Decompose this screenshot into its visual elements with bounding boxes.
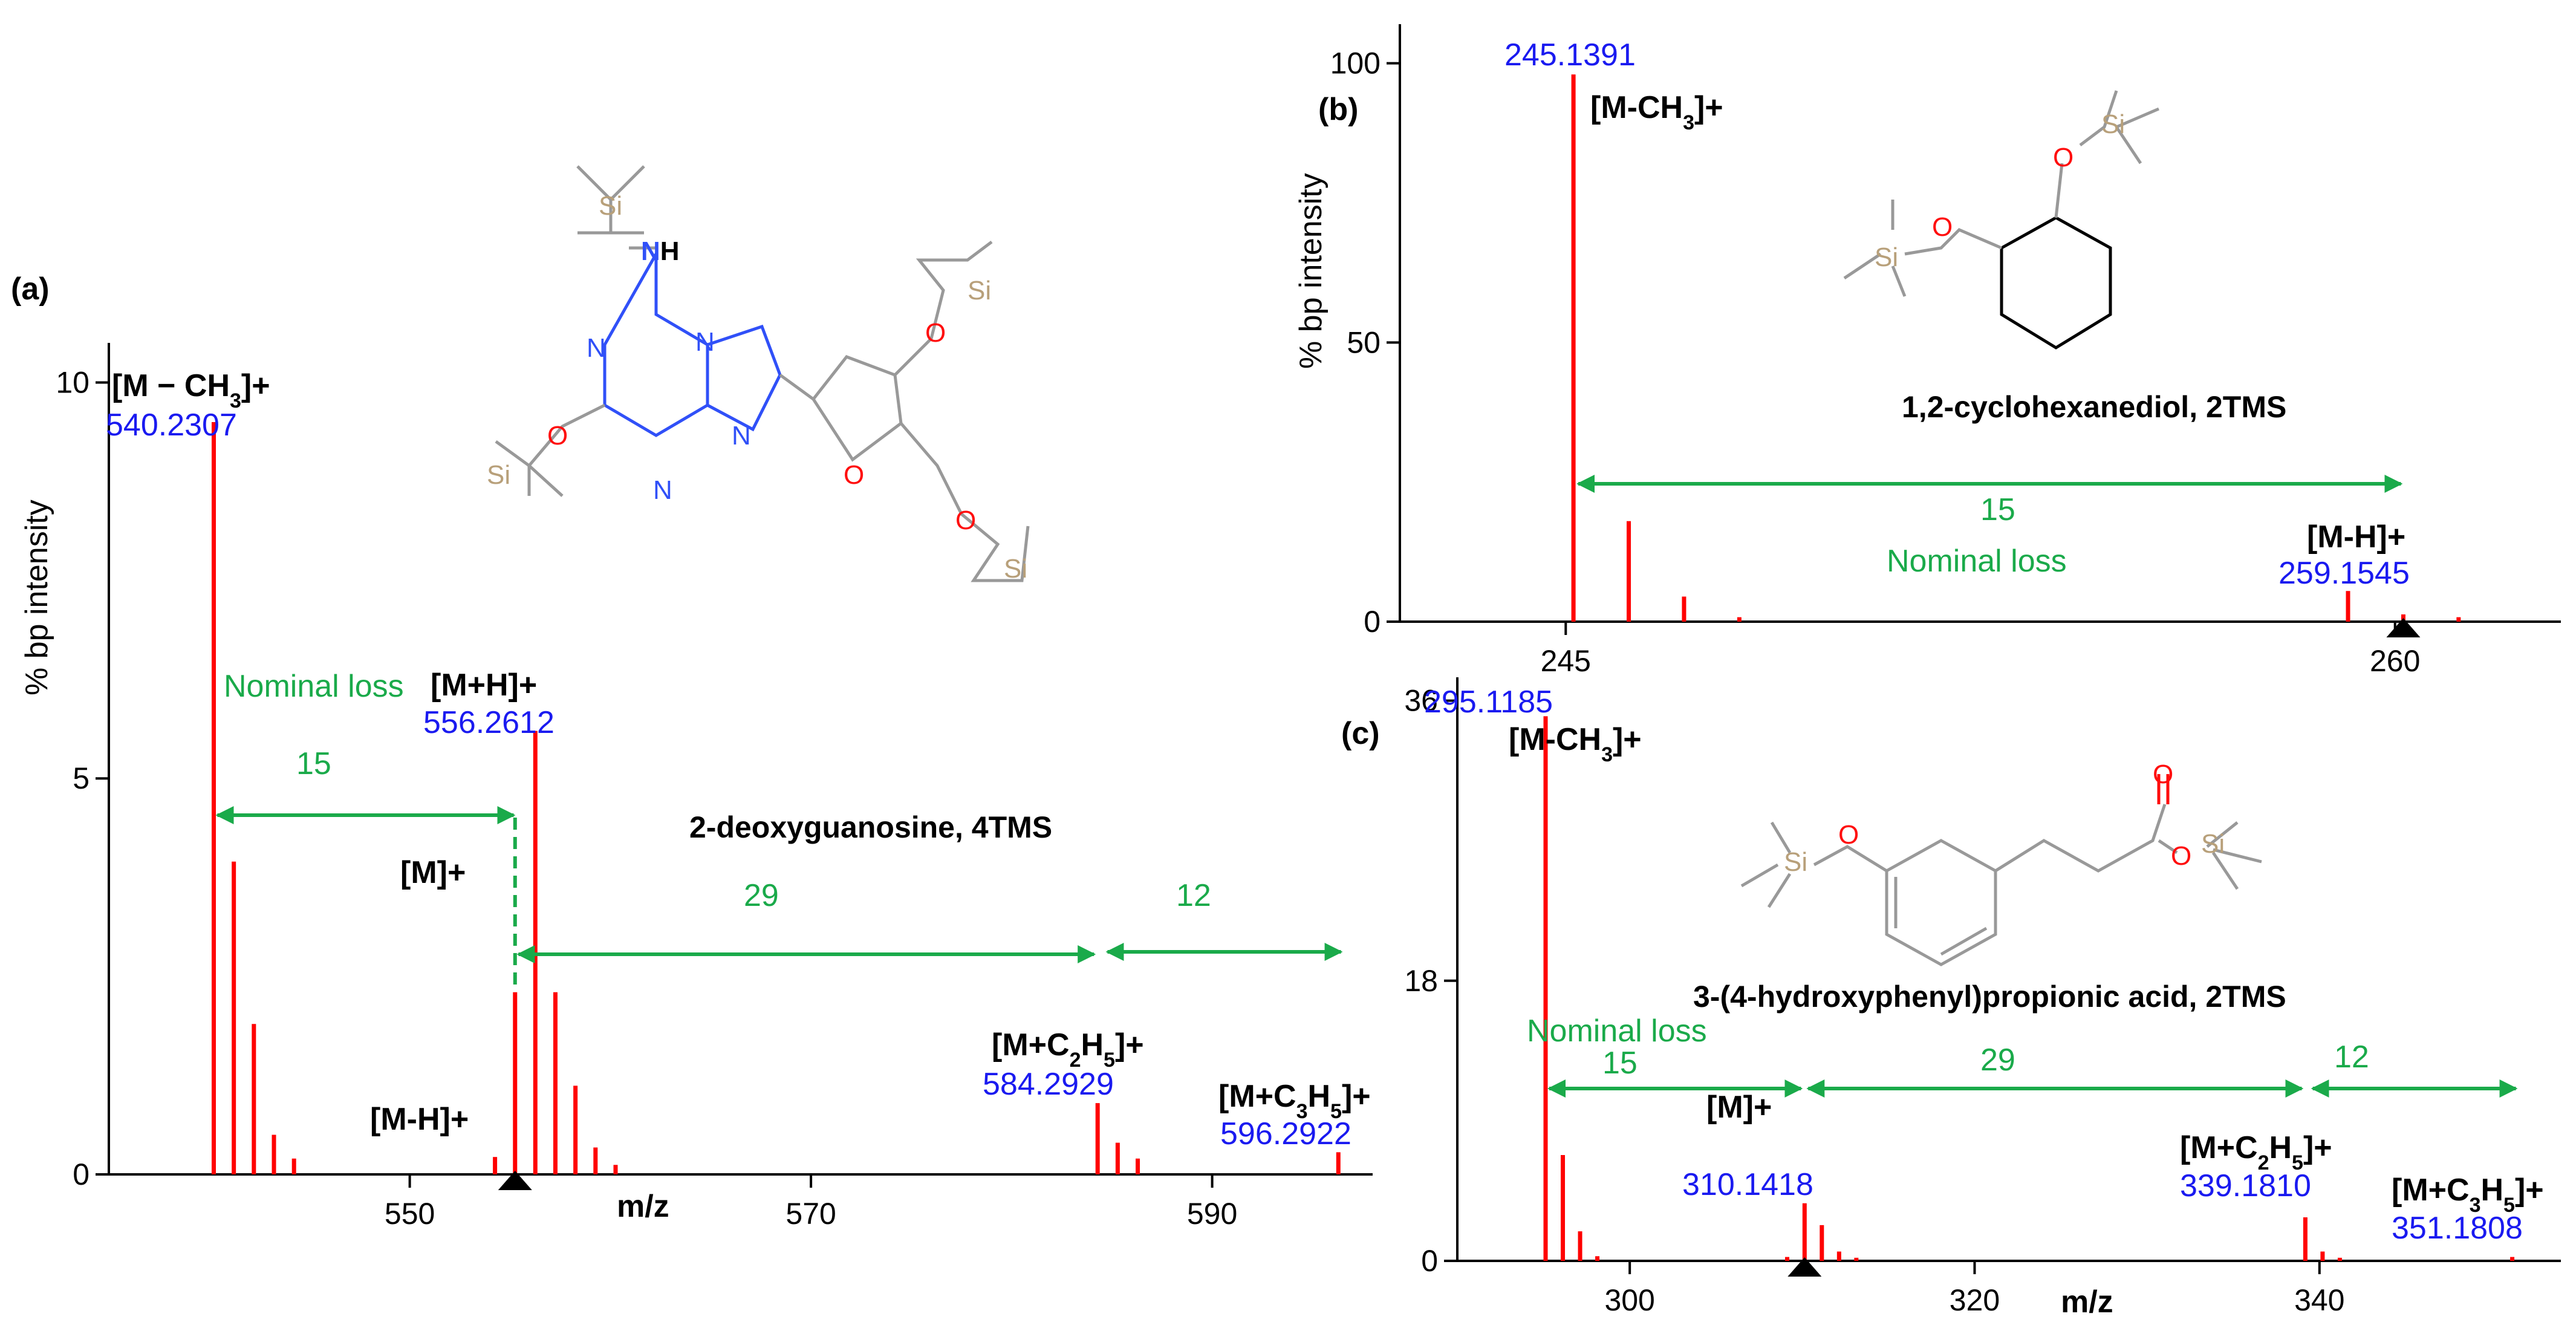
y-tick-label: 0 [1364, 605, 1381, 639]
mass-label-310: 310.1418 [1682, 1167, 1813, 1202]
panel-c-loss-arrows [1547, 1079, 2518, 1277]
x-tick-label: 340 [2294, 1283, 2344, 1317]
atom-o: O [2153, 760, 2173, 789]
panel-c-peaks [1543, 716, 2515, 1261]
y-tick-label: 50 [1347, 325, 1381, 359]
ion-label-m-c2h5: [M+C2H5]+ [992, 1027, 1144, 1072]
compound-name-c: 3-(4-hydroxyphenyl)propionic acid, 2TMS [1693, 980, 2286, 1014]
atom-si: Si [599, 191, 622, 221]
atom-si: Si [1004, 554, 1027, 584]
loss-29-label-a: 29 [744, 878, 779, 913]
panel-b-peaks [1571, 74, 2461, 622]
compound-name-b: 1,2-cyclohexanediol, 2TMS [1902, 390, 2286, 424]
loss-15-label-c: 15 [1602, 1046, 1638, 1081]
x-tick-label: 300 [1604, 1283, 1654, 1317]
structure-hydroxyphenylpropionic-acid [1740, 774, 2262, 966]
mass-label-351: 351.1808 [2392, 1211, 2523, 1246]
compound-name-a: 2-deoxyguanosine, 4TMS [689, 810, 1052, 844]
mass-label-596: 596.2922 [1220, 1116, 1351, 1151]
panel-b-label: (b) [1318, 92, 1358, 127]
atom-o: O [2171, 841, 2191, 871]
molecular-ion-marker [1787, 1257, 1822, 1277]
atom-si: Si [487, 460, 510, 490]
mass-label-259: 259.1545 [2278, 556, 2410, 591]
atom-o: O [1838, 820, 1859, 850]
panel-b-loss-arrows [1576, 475, 2421, 637]
ion-label-b-m-minus-h: [M-H]+ [2307, 519, 2405, 555]
panel-c: (c) m/z 300 320 340 0 18 36 O Si O O Si [M-CH… [1341, 677, 2561, 1320]
nominal-loss-label-c: Nominal loss [1527, 1014, 1707, 1049]
atom-o: O [955, 506, 976, 535]
x-tick-label: 320 [1950, 1283, 2000, 1317]
atom-o: O [2053, 143, 2073, 172]
atom-si: Si [1784, 847, 1807, 877]
atom-n: N [732, 421, 751, 451]
panel-a-label: (a) [11, 272, 50, 307]
loss-15-label-b: 15 [1980, 492, 2015, 527]
molecular-ion-marker [498, 1171, 532, 1190]
atom-si: Si [1875, 242, 1898, 272]
loss-29-label-c: 29 [1980, 1043, 2015, 1078]
panel-a-x-axis-title: m/z [617, 1189, 669, 1224]
y-tick-label: 5 [73, 761, 89, 795]
atom-n: N [587, 333, 606, 363]
mass-label-556: 556.2612 [423, 705, 555, 740]
y-tick-label: 36 [1404, 684, 1438, 718]
x-tick-label: 245 [1541, 644, 1591, 678]
panel-b-y-axis-title: % bp intensity [1293, 173, 1329, 369]
loss-15-label-a: 15 [296, 746, 331, 781]
y-tick-label: 18 [1404, 964, 1438, 998]
structure-2-deoxyguanosine [495, 165, 1030, 582]
ion-label-m-h-plus: [M+H]+ [431, 668, 537, 703]
ion-label-m-plus: [M]+ [400, 855, 466, 890]
atom-n: N [653, 475, 672, 505]
nominal-loss-label-a: Nominal loss [224, 669, 404, 704]
panel-a-y-axis-title: % bp intensity [19, 500, 54, 695]
ion-label-m-minus-h: [M-H]+ [370, 1102, 469, 1137]
atom-si: Si [2201, 829, 2225, 859]
mass-label-339: 339.1810 [2180, 1168, 2311, 1203]
x-tick-label: 570 [785, 1197, 836, 1231]
mass-label-245: 245.1391 [1504, 37, 1636, 73]
atom-n: N [695, 327, 715, 357]
x-tick-label: 260 [2370, 644, 2420, 678]
atom-si: Si [968, 276, 991, 305]
mass-label-295: 295.1185 [1424, 685, 1553, 720]
atom-o: O [1932, 212, 1953, 242]
panel-b: (b) % bp intensity 245 260 0 50 100 O Si O S… [1293, 24, 2561, 678]
loss-12-label-a: 12 [1176, 878, 1211, 913]
ion-label-c-m-ch3: [M-CH3]+ [1509, 722, 1642, 766]
mass-label-584: 584.2929 [983, 1067, 1114, 1102]
molecular-ion-marker [2386, 618, 2421, 637]
atom-o: O [925, 318, 946, 348]
structure-1-2-cyclohexanediol [1843, 90, 2159, 350]
ion-label-b-m-ch3: [M-CH3]+ [1590, 90, 1723, 134]
atom-o: O [547, 421, 568, 451]
x-tick-label: 590 [1187, 1197, 1237, 1231]
atom-o: O [844, 460, 864, 490]
atom-nh: NH [641, 236, 680, 266]
loss-12-label-c: 12 [2334, 1040, 2369, 1075]
panel-a-peaks [212, 422, 1341, 1174]
atom-si: Si [2101, 109, 2125, 139]
panel-c-label: (c) [1341, 716, 1380, 751]
y-tick-label: 0 [73, 1157, 89, 1191]
y-tick-label: 0 [1421, 1244, 1438, 1278]
nominal-loss-label-b: Nominal loss [1887, 544, 2067, 579]
y-tick-label: 10 [56, 365, 89, 399]
panel-c-x-axis-title: m/z [2061, 1284, 2113, 1320]
mass-label-540: 540.2307 [106, 408, 237, 443]
panel-a-loss-arrows [215, 806, 1343, 1190]
panel-a-axes: 550 570 590 0 5 10 [56, 343, 1373, 1231]
panel-c-axes: 300 320 340 0 18 36 [1404, 677, 2561, 1317]
x-tick-label: 550 [385, 1197, 435, 1231]
y-tick-label: 100 [1330, 47, 1381, 80]
ion-label-m-ch3: [M − CH3]+ [112, 368, 270, 412]
ion-label-c-m-plus: [M]+ [1706, 1090, 1772, 1125]
